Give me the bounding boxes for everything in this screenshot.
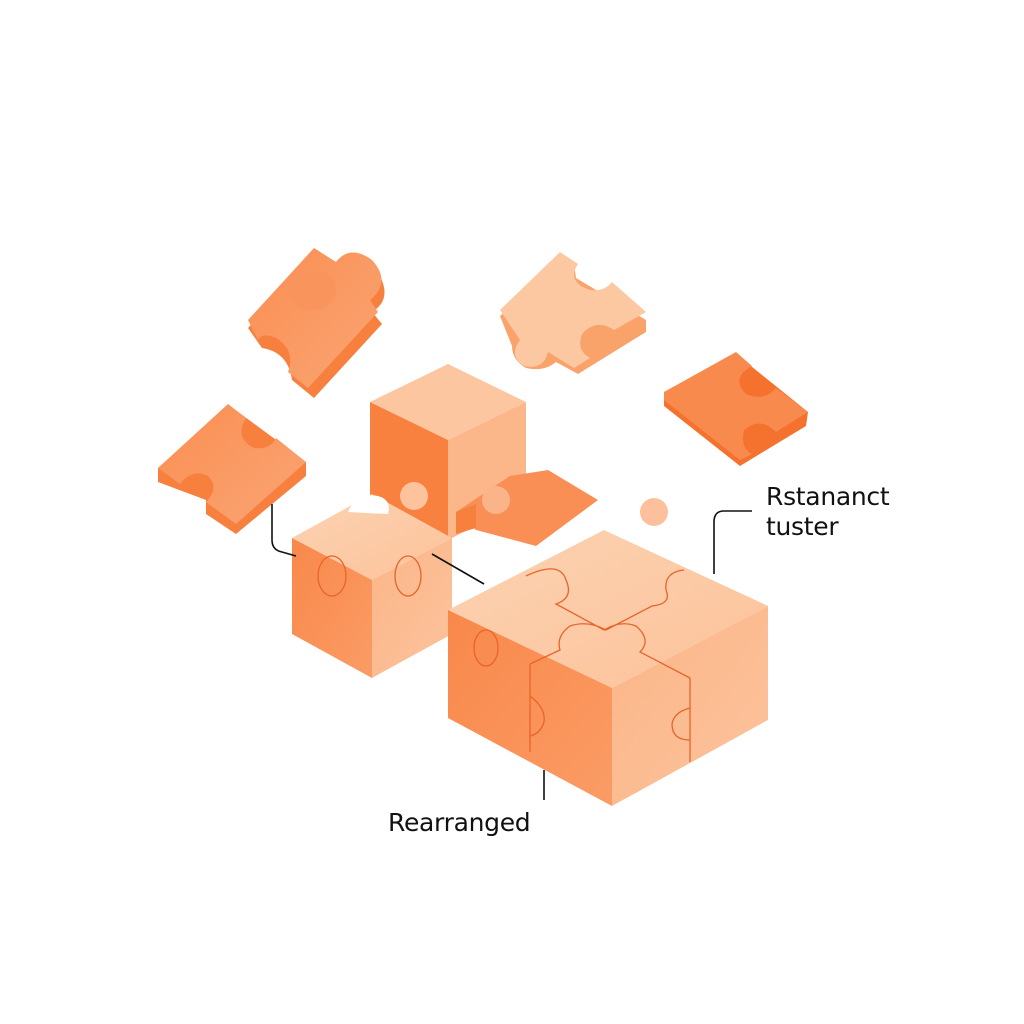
floating-piece-right [664, 352, 808, 466]
floating-piece-top-center [500, 252, 646, 374]
floating-piece-left [158, 404, 306, 534]
rearranged-label-text: Rearranged [388, 808, 531, 837]
cluster-label-line-2: tuster [766, 512, 839, 541]
small-cube [292, 482, 452, 678]
rearranged-label: Rearranged [388, 808, 531, 838]
leader-lines [271, 504, 752, 800]
middle-piece-cluster [456, 470, 668, 546]
cluster-label-line-1: Rstananct [766, 482, 890, 511]
floating-piece-top-left [248, 248, 385, 398]
large-assembled-block [448, 530, 768, 806]
cluster-label: Rstananct tuster [766, 482, 890, 542]
